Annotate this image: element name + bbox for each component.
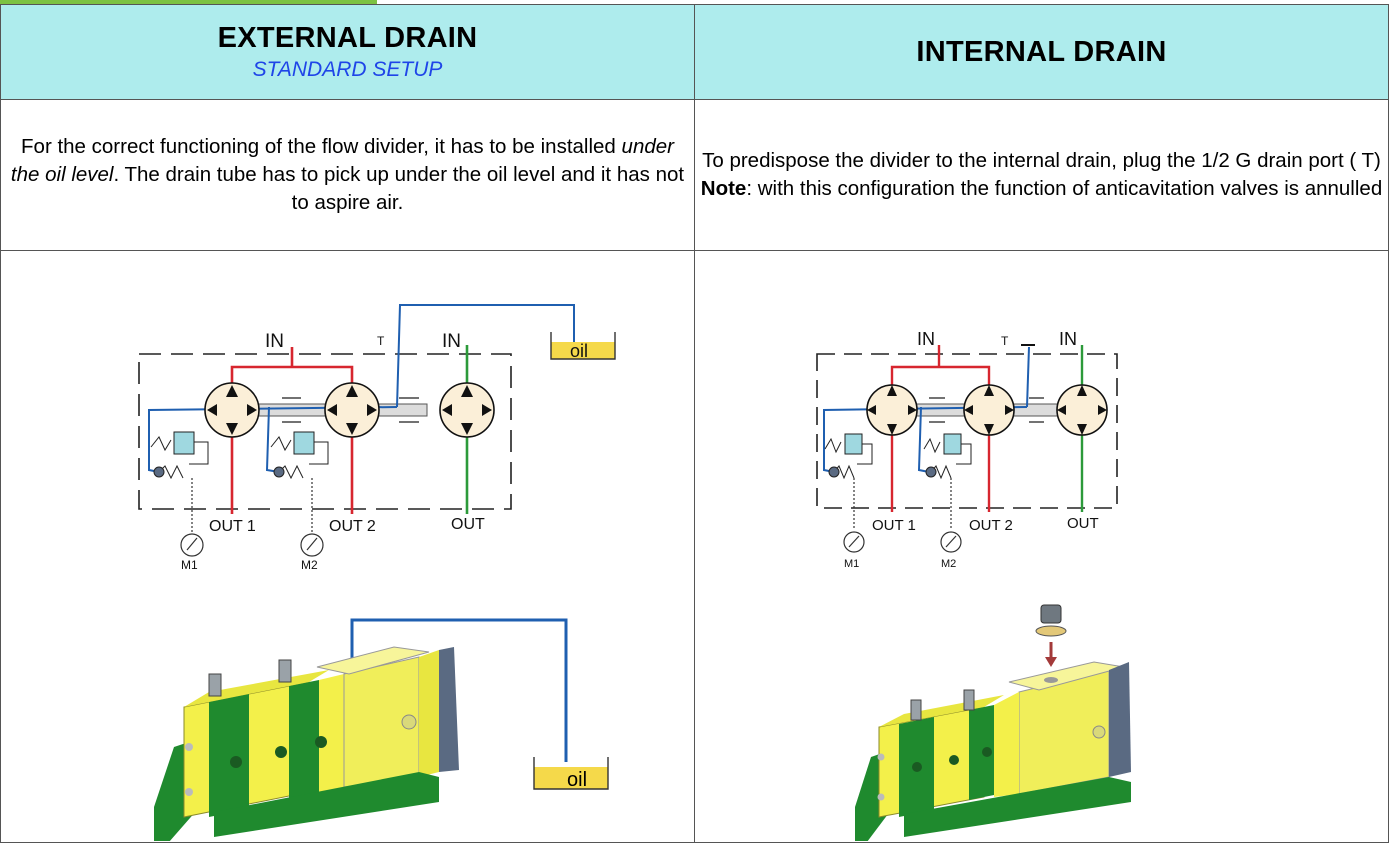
- header-internal-drain: INTERNAL DRAIN: [694, 3, 1389, 101]
- note-label: Note: [700, 177, 747, 201]
- schematic-label-out2: OUT 2: [329, 518, 376, 535]
- internal-drain-schematic: IN T IN OUT 1 OUT 2 OUT M1 M2: [816, 329, 1131, 842]
- drain-comparison-table: EXTERNAL DRAIN STANDARD SETUP INTERNAL D…: [0, 3, 1389, 843]
- schematic-label-out1: OUT 1: [209, 518, 256, 535]
- external-drain-subtitle: STANDARD SETUP: [252, 58, 443, 82]
- flow-divider-photo: oil: [154, 618, 609, 842]
- schematic-label-out: OUT: [1067, 515, 1099, 532]
- drain-plug-icon: [1035, 604, 1067, 668]
- schematic-label-t: T: [1001, 334, 1009, 348]
- flow-divider-photo: [855, 661, 1131, 842]
- external-drain-description: For the correct functioning of the flow …: [0, 99, 695, 252]
- header-external-drain: EXTERNAL DRAIN STANDARD SETUP: [0, 3, 695, 101]
- gauge-label-m1: M1: [181, 558, 198, 572]
- schematic-label-in2: IN: [442, 331, 461, 352]
- schematic-label-t: T: [377, 334, 385, 348]
- schematic-label-in1: IN: [917, 329, 935, 349]
- top-accent-bar: [0, 0, 377, 4]
- external-drain-schematic: IN T IN oil OUT 1 OUT 2 OUT M1 M2: [138, 304, 616, 842]
- schematic-label-out1: OUT 1: [872, 517, 916, 534]
- internal-drain-description: To predispose the divider to the interna…: [694, 99, 1389, 252]
- oil-tank-label: oil: [570, 341, 588, 361]
- gauge-label-m1: M1: [844, 558, 859, 570]
- emphasis-under-oil-level: under the oil level: [10, 135, 674, 187]
- gauge-label-m2: M2: [301, 558, 318, 572]
- photo-oil-label: oil: [567, 769, 587, 791]
- schematic-label-out2: OUT 2: [969, 517, 1013, 534]
- internal-drain-title: INTERNAL DRAIN: [916, 35, 1167, 68]
- schematic-label-in1: IN: [265, 331, 284, 352]
- external-drain-illustrations: IN T IN oil OUT 1 OUT 2 OUT M1 M2: [0, 250, 695, 843]
- internal-drain-illustrations: IN T IN OUT 1 OUT 2 OUT M1 M2: [694, 250, 1389, 843]
- schematic-label-in2: IN: [1059, 329, 1077, 349]
- schematic-label-out: OUT: [451, 516, 485, 533]
- gauge-label-m2: M2: [941, 558, 956, 570]
- external-drain-title: EXTERNAL DRAIN: [217, 22, 478, 55]
